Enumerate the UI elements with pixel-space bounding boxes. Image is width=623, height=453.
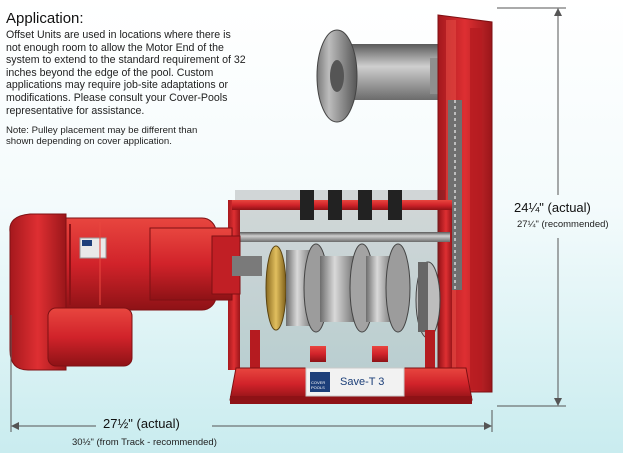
- reel-flange: [385, 243, 411, 333]
- paragraph-line: applications may require job-site adapta…: [6, 79, 229, 92]
- width-recommended-label: 30½" (from Track - recommended): [72, 437, 217, 448]
- top-bracket: [300, 190, 314, 220]
- upper-pulley: [316, 29, 452, 123]
- application-paragraph: Offset Units are used in locations where…: [6, 29, 298, 117]
- cover-pools-logo: [310, 372, 330, 392]
- brass-coupling: [265, 245, 287, 331]
- top-bracket: [388, 190, 402, 220]
- motor-shaft: [232, 256, 262, 276]
- lower-frame: [228, 190, 452, 370]
- note-line: shown depending on cover application.: [6, 136, 172, 148]
- width-dimension: [10, 315, 493, 432]
- product-model-label: Save-T 3: [340, 376, 385, 388]
- pulley-shaft-housing: [345, 44, 440, 100]
- paragraph-line: inches beyond the edge of the pool. Cust…: [6, 66, 214, 79]
- pulley-hub: [330, 60, 344, 92]
- top-bracket: [328, 190, 342, 220]
- paragraph-line: Offset Units are used in locations where…: [6, 29, 231, 41]
- height-recommended-label: 27¼" (recommended): [517, 219, 609, 230]
- cross-shaft: [240, 232, 450, 242]
- pulley-note: Note: Pulley placement may be different …: [6, 125, 298, 147]
- paragraph-line: modifications. Please consult your Cover…: [6, 91, 228, 104]
- top-bracket: [358, 190, 372, 220]
- paragraph-line: system to extend to the standard require…: [6, 54, 246, 67]
- height-actual-label: 24¼" (actual): [514, 200, 591, 215]
- paragraph-line: not enough room to allow the Motor End o…: [6, 41, 224, 54]
- application-heading: Application:: [6, 10, 84, 27]
- frame-right-post: [440, 200, 452, 370]
- width-actual-label: 27½" (actual): [103, 416, 180, 431]
- paragraph-line: representative for assistance.: [6, 104, 145, 117]
- application-text-block: Application: Offset Units are used in lo…: [6, 10, 298, 147]
- note-line: Note: Pulley placement may be different …: [6, 125, 198, 137]
- gearbox: [47, 307, 133, 367]
- height-dimension: [497, 7, 566, 407]
- drive-motor: [9, 213, 262, 371]
